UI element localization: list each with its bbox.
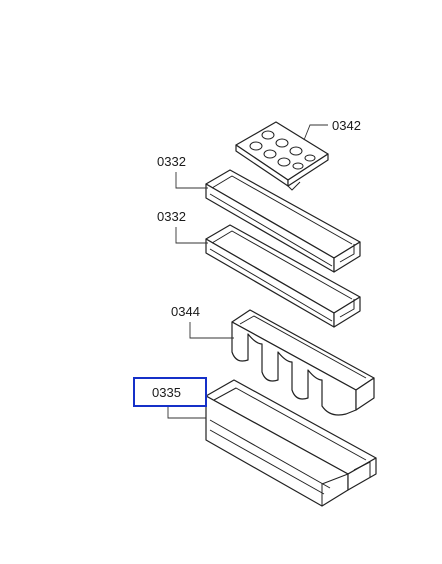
- door-shelf-upper[interactable]: [205, 169, 361, 273]
- leader-lines: [167, 124, 328, 419]
- highlight-box: [133, 377, 207, 407]
- bottle-holder[interactable]: [231, 309, 375, 416]
- egg-tray[interactable]: [235, 121, 329, 191]
- door-shelf-lower[interactable]: [205, 224, 361, 328]
- label-bottle-shelf: 0335: [152, 385, 181, 400]
- egg-cups: [249, 130, 316, 170]
- label-shelf-lower: 0332: [157, 209, 186, 224]
- bottle-shelf[interactable]: [205, 379, 377, 507]
- label-egg-tray: 0342: [332, 118, 361, 133]
- label-shelf-upper: 0332: [157, 154, 186, 169]
- label-bottle-holder: 0344: [171, 304, 200, 319]
